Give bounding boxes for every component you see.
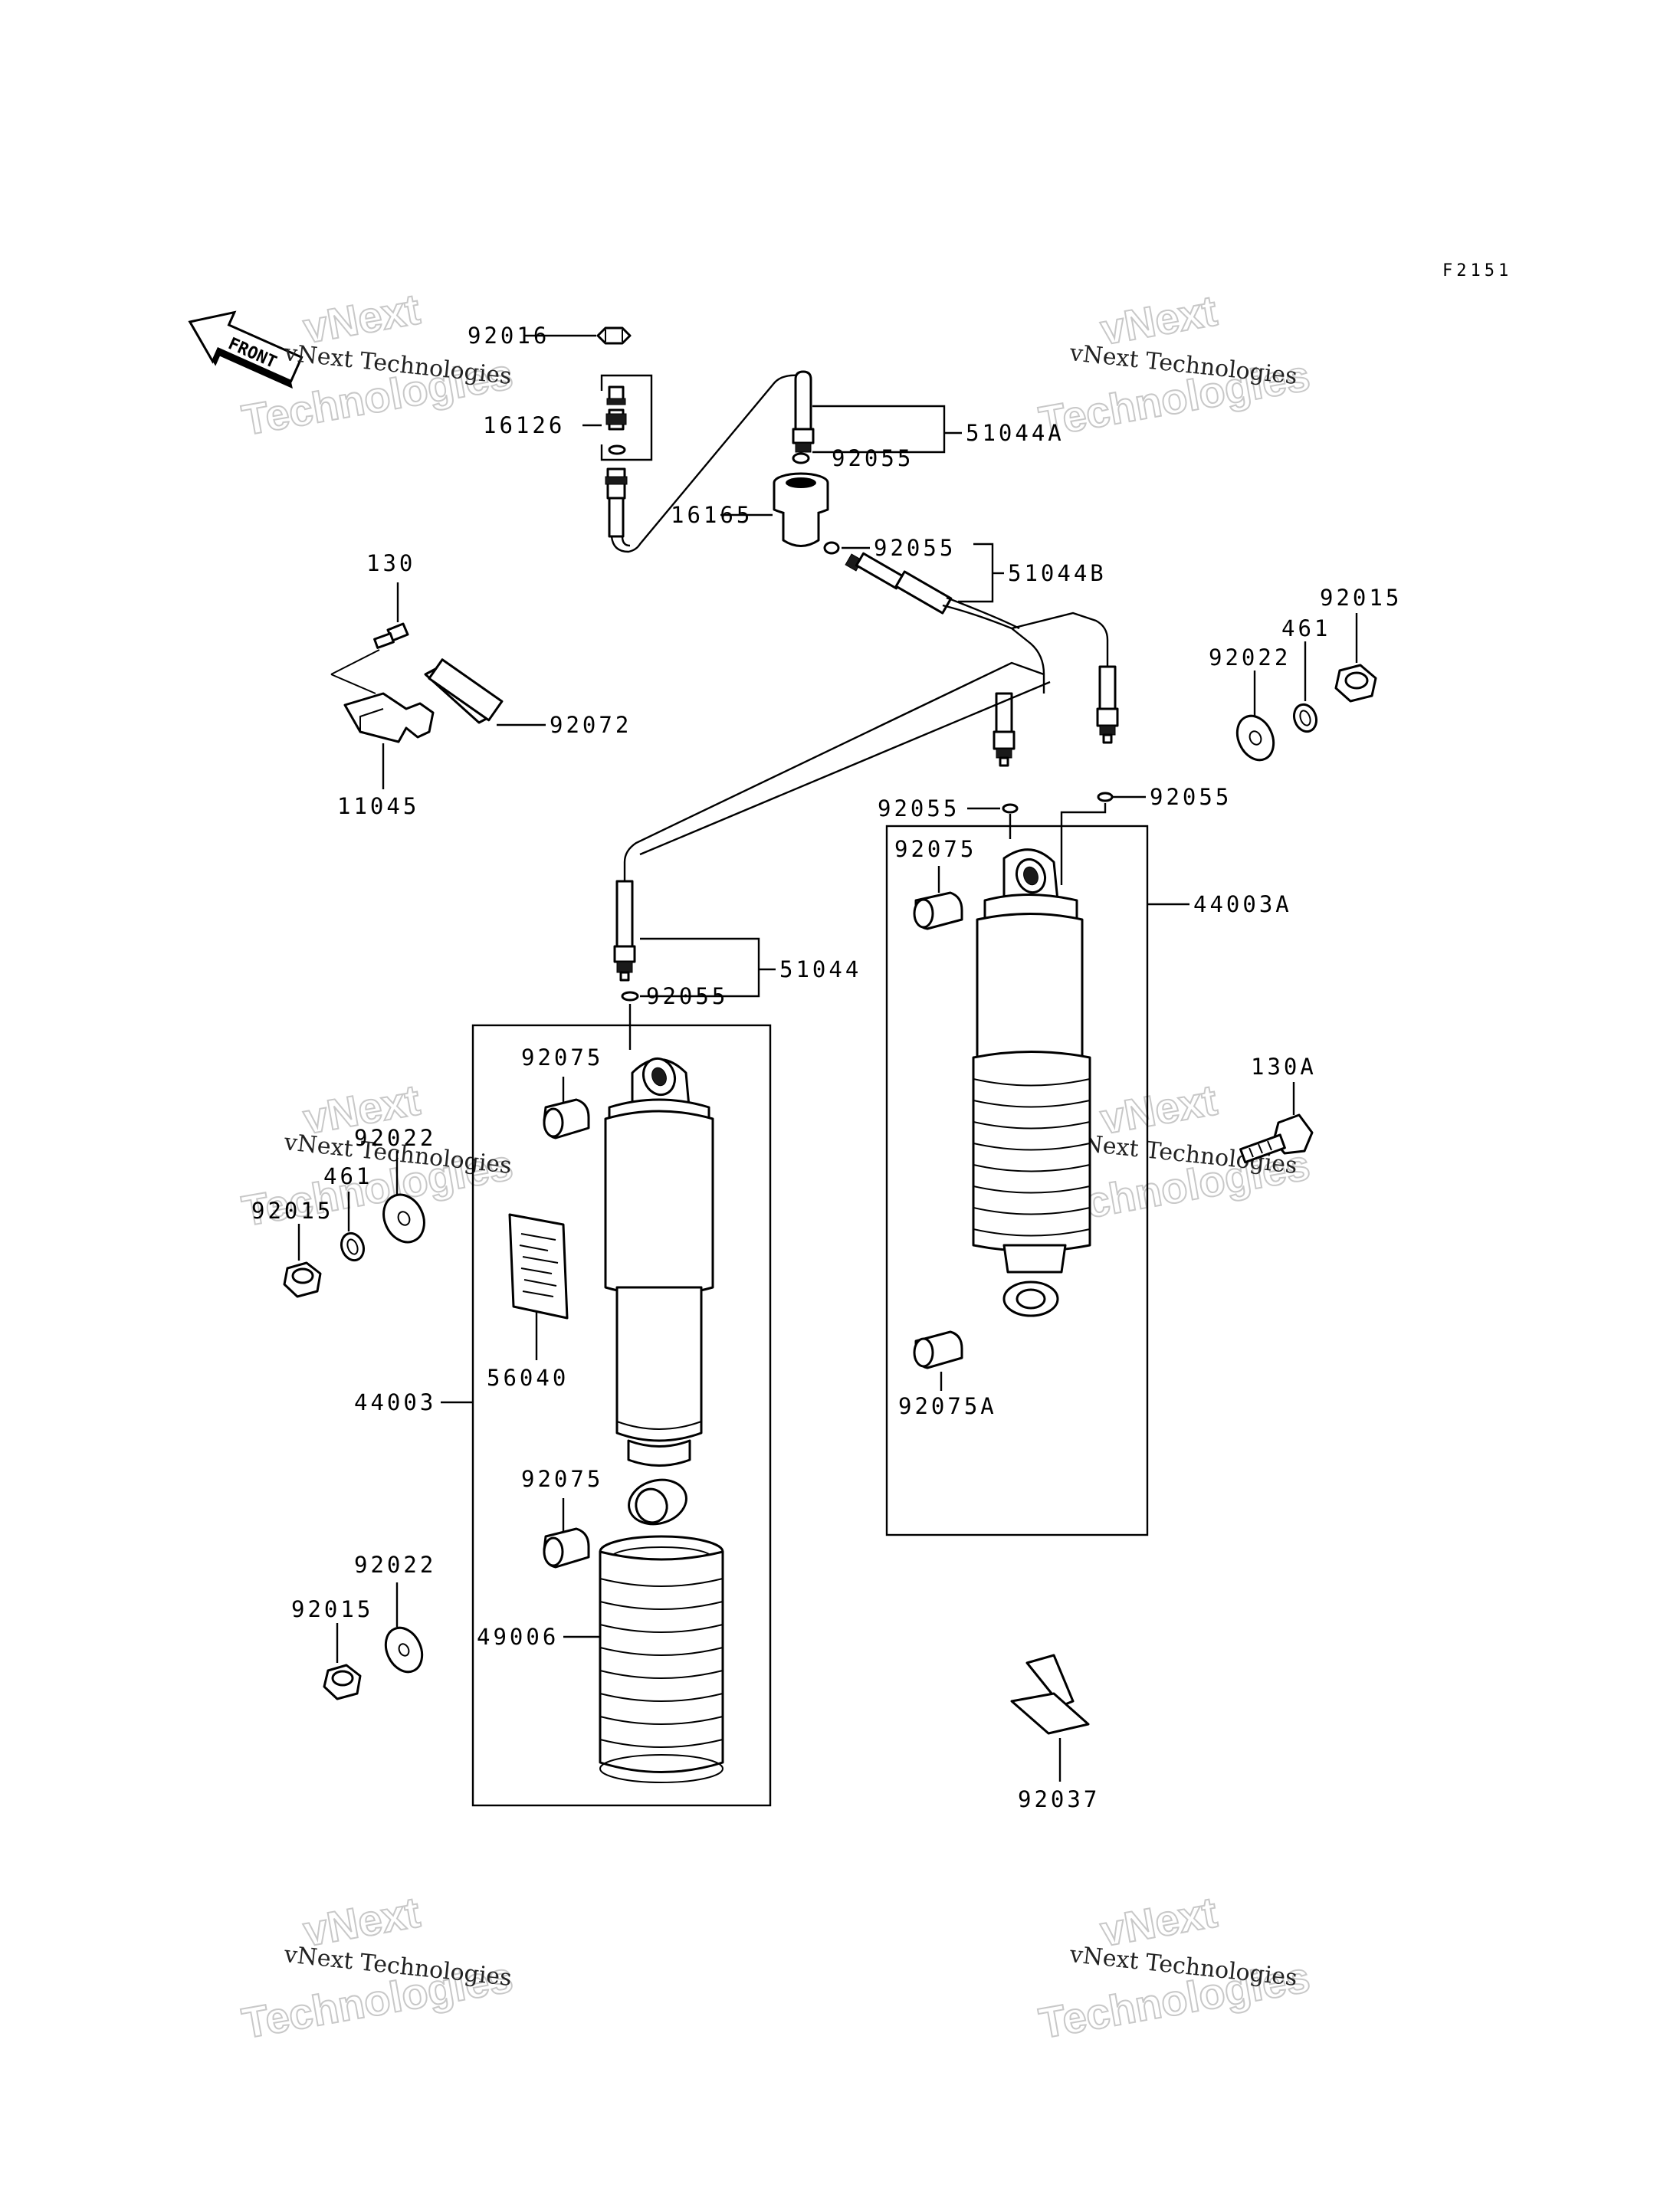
label-92055-right-left: 92055 [878, 795, 960, 821]
label-92075-left-2: 92075 [521, 1466, 603, 1492]
nut-92015-right [1334, 664, 1377, 703]
label-92055-right-right: 92055 [1150, 784, 1232, 810]
hose-end-right-b [1096, 665, 1119, 744]
label-51044A: 51044A [966, 420, 1065, 446]
hose-51044B [845, 552, 1109, 694]
label-92015-left-2: 92015 [291, 1596, 373, 1622]
label-92055-mid: 92055 [874, 535, 956, 561]
label-92015-left-1: 92015 [251, 1198, 333, 1224]
bolt-130 [373, 622, 409, 649]
nut-92015-left-2 [323, 1664, 362, 1700]
label-92055-top: 92055 [832, 445, 914, 471]
label-461-left: 461 [323, 1163, 372, 1189]
label-11045: 11045 [337, 793, 419, 819]
hose-end-51044 [613, 880, 636, 982]
fitting-16126 [605, 385, 628, 538]
nut-92016 [596, 326, 632, 345]
label-92075-left-1: 92075 [521, 1044, 603, 1071]
label-130A: 130A [1251, 1054, 1317, 1080]
label-92022-left-1: 92022 [354, 1125, 436, 1151]
o-ring-92055-left [621, 991, 639, 1002]
label-plate-56040 [508, 1213, 569, 1320]
label-56040: 56040 [487, 1365, 569, 1391]
label-44003A: 44003A [1193, 891, 1292, 917]
label-92075A: 92075A [898, 1393, 997, 1419]
reservoir-16165 [773, 472, 829, 547]
washer-92022-left-2 [384, 1626, 424, 1674]
strap-92072 [424, 658, 504, 724]
label-130: 130 [366, 550, 415, 576]
label-49006: 49006 [477, 1624, 559, 1650]
washer-92022-left-1 [382, 1193, 425, 1244]
label-92015-right: 92015 [1320, 585, 1402, 611]
bushing-92075-right [913, 891, 963, 930]
o-ring-92055-top [792, 452, 810, 464]
hose-end-51044A [792, 370, 815, 453]
shock-absorber-44003A [972, 848, 1091, 1317]
bushing-92075-left-2 [543, 1527, 590, 1569]
label-92055-left: 92055 [646, 983, 728, 1009]
label-461-right: 461 [1281, 615, 1331, 641]
lock-washer-461-left [340, 1231, 366, 1262]
washer-92022-right [1235, 714, 1275, 762]
label-92072: 92072 [550, 712, 632, 738]
label-92022-left-2: 92022 [354, 1552, 436, 1578]
label-16126: 16126 [483, 412, 565, 438]
label-92016: 92016 [468, 323, 550, 349]
clip-92037 [1010, 1654, 1090, 1735]
label-92075-right: 92075 [894, 836, 976, 862]
bushing-92075-left-1 [543, 1098, 590, 1139]
o-ring-92055-right-right [1097, 792, 1114, 802]
bushing-92075A [913, 1330, 963, 1369]
o-ring-92055-right-left [1002, 803, 1019, 814]
figure-code: F2151 [1442, 261, 1512, 280]
bracket-11045 [343, 692, 435, 743]
bolt-130A [1239, 1113, 1314, 1164]
label-92022-right: 92022 [1209, 644, 1291, 671]
shock-absorber-44003 [604, 1057, 714, 1526]
label-44003: 44003 [354, 1389, 436, 1415]
lock-washer-461-right [1292, 703, 1318, 733]
label-92037: 92037 [1018, 1786, 1100, 1812]
label-16165: 16165 [671, 502, 753, 528]
boot-49006 [599, 1535, 724, 1783]
o-ring-92055-mid [823, 541, 840, 555]
label-51044: 51044 [779, 956, 861, 982]
box-44003A [885, 825, 1149, 1536]
box-44003 [471, 1024, 772, 1807]
label-51044B: 51044B [1008, 560, 1107, 586]
nut-92015-left-1 [283, 1261, 322, 1298]
